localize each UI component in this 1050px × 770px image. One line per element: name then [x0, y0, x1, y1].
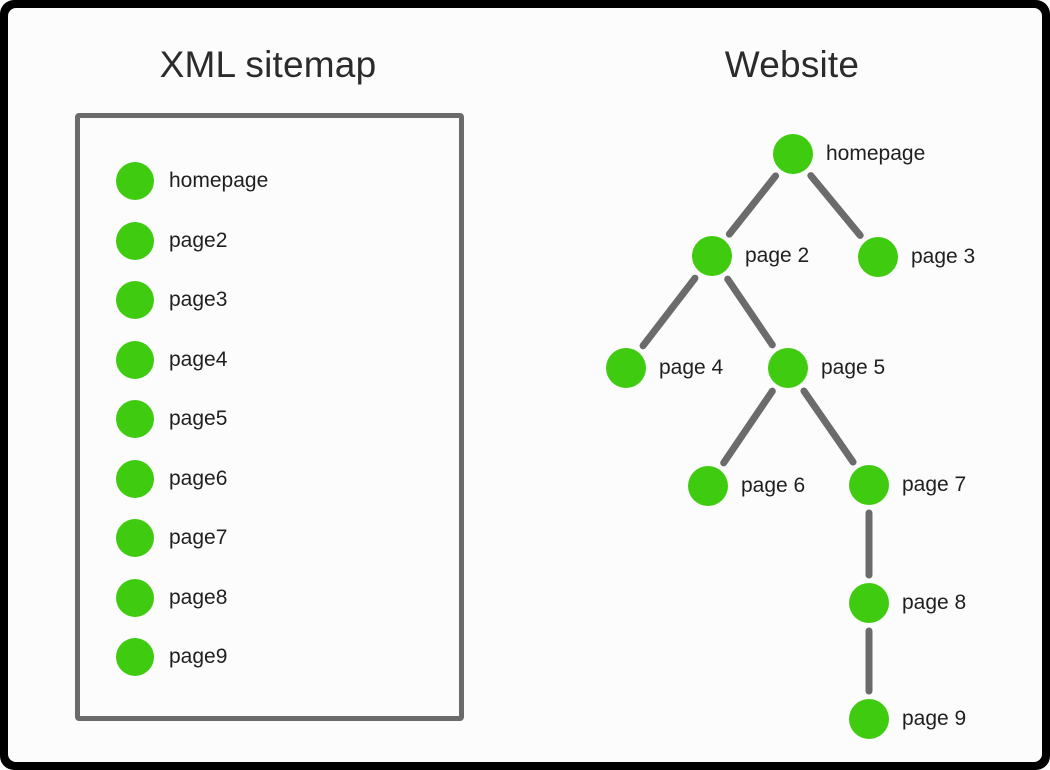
tree-edge [639, 274, 699, 350]
sitemap-list-item-label: page9 [169, 645, 228, 668]
sitemap-list-item-label: page2 [169, 228, 228, 252]
page-node-icon [116, 162, 154, 200]
xml-sitemap-list: homepage page2 page3 page4 page5 page6 page7 pa… [80, 118, 469, 726]
sitemap-list-item[interactable]: page3 [116, 280, 227, 320]
page-node-icon [116, 638, 154, 676]
sitemap-list-item-label: page6 [169, 466, 228, 490]
xml-sitemap-title: XML sitemap [159, 44, 377, 85]
sitemap-list-item-label: page4 [169, 347, 228, 371]
sitemap-list-item-label: page7 [169, 526, 228, 549]
page-node-icon [116, 281, 154, 319]
page-node-icon [116, 459, 154, 498]
tree-edge [725, 172, 780, 238]
page-node-icon [116, 340, 154, 379]
tree-edge [720, 387, 776, 467]
sitemap-list-item[interactable]: page5 [116, 399, 227, 439]
sitemap-list-item[interactable]: homepage [116, 161, 268, 201]
sitemap-list-item-label: homepage [169, 169, 269, 192]
page-node-icon [116, 519, 154, 557]
website-tree-edges [639, 172, 873, 695]
tree-edge [724, 275, 776, 349]
website-title: Website [724, 44, 860, 85]
sitemap-list-item-label: page8 [169, 585, 228, 609]
sitemap-list-item[interactable]: page8 [116, 578, 227, 618]
sitemap-list-item[interactable]: page7 [116, 518, 227, 558]
sitemap-list-item-label: page5 [169, 407, 228, 430]
page-node-icon [116, 578, 154, 617]
sitemap-list-item[interactable]: page4 [116, 340, 227, 380]
sitemap-list-item[interactable]: page9 [116, 637, 227, 677]
sitemap-list-item[interactable]: page6 [116, 459, 227, 499]
page-node-icon [116, 400, 154, 438]
sitemap-list-item[interactable]: page2 [116, 221, 227, 261]
sitemap-list-item-label: page3 [169, 288, 228, 311]
tree-edge [807, 172, 864, 239]
tree-edge [800, 387, 857, 466]
xml-sitemap-box: homepage page2 page3 page4 page5 page6 page7 pa… [75, 113, 464, 721]
diagram-sheet: XML sitemap Website homepage page2 page3 pa… [8, 8, 1042, 762]
page-node-icon [116, 221, 154, 260]
